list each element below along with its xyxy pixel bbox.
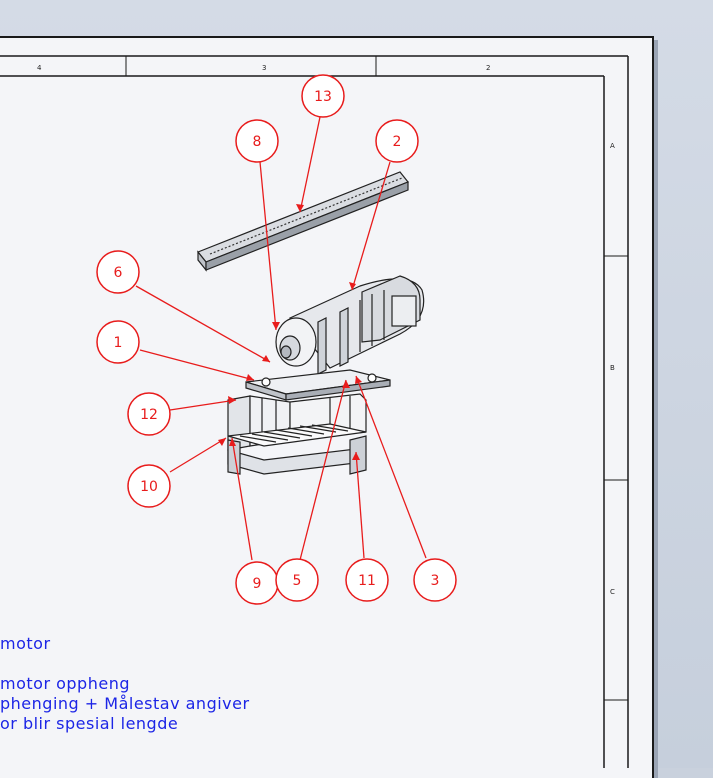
note-line-4: or blir spesial lengde — [0, 714, 179, 733]
note-line-1: motor — [0, 634, 51, 653]
balloon-13[interactable]: 13 — [301, 74, 345, 118]
balloon-6-label: 6 — [114, 265, 123, 281]
assembly-drawing[interactable] — [197, 171, 425, 475]
balloon-8[interactable]: 8 — [235, 119, 279, 163]
balloon-2[interactable]: 2 — [375, 119, 419, 163]
zone-label-top-4: 4 — [37, 64, 42, 72]
rack-bar-part — [197, 171, 409, 272]
balloon-12[interactable]: 12 — [127, 392, 171, 436]
zone-label-right-b: B — [610, 364, 615, 372]
balloon-10[interactable]: 10 — [127, 464, 171, 508]
balloon-5-label: 5 — [293, 573, 302, 589]
drawing-notes: motor motor oppheng phenging + Målestav … — [0, 634, 250, 734]
motor-part — [275, 275, 425, 375]
balloon-12-label: 12 — [140, 407, 158, 423]
zone-label-top-3: 3 — [262, 64, 266, 72]
balloons[interactable]: 13 8 2 6 1 12 10 9 — [96, 74, 457, 605]
balloon-1-label: 1 — [114, 335, 123, 351]
balloon-11[interactable]: 11 — [345, 558, 389, 602]
zone-label-right-c: C — [610, 588, 615, 596]
zone-label-right-a: A — [610, 142, 615, 150]
note-spacer — [0, 654, 250, 674]
balloon-10-label: 10 — [140, 479, 158, 495]
mounting-plate-part — [245, 369, 391, 401]
zone-label-top-2: 2 — [486, 64, 490, 72]
balloon-arrowheads — [218, 204, 362, 460]
balloon-2-label: 2 — [393, 134, 402, 150]
balloon-leaders — [135, 116, 427, 561]
balloon-5[interactable]: 5 — [275, 558, 319, 602]
balloon-9[interactable]: 9 — [235, 561, 279, 605]
balloon-1[interactable]: 1 — [96, 320, 140, 364]
balloon-3-label: 3 — [431, 573, 440, 589]
balloon-13-label: 13 — [314, 89, 332, 105]
note-line-2: motor oppheng — [0, 674, 130, 693]
balloon-3[interactable]: 3 — [413, 558, 457, 602]
bracket-frame-part — [227, 393, 367, 475]
sheet-frame — [0, 55, 629, 768]
balloon-8-label: 8 — [253, 134, 262, 150]
balloon-9-label: 9 — [253, 576, 262, 592]
note-line-3: phenging + Målestav angiver — [0, 694, 250, 713]
balloon-11-label: 11 — [358, 573, 376, 589]
balloon-6[interactable]: 6 — [96, 250, 140, 294]
